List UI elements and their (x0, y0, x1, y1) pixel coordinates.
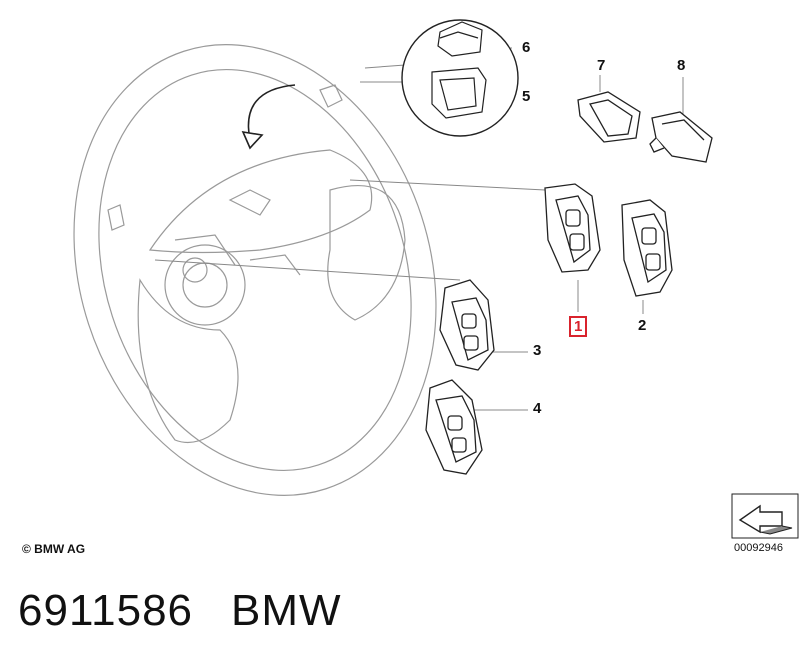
direction-arrow-icon (731, 493, 799, 539)
copyright-notice: © BMW AG (22, 542, 86, 556)
parts-diagram: 6 5 7 8 1 2 3 4 (73, 19, 799, 539)
part-8-button (649, 111, 713, 163)
part-5-frame (431, 67, 487, 119)
part-3-switch (439, 279, 495, 371)
callout-1: 1 (569, 316, 588, 337)
steering-wheel (73, 44, 437, 496)
diagram-svg (73, 19, 799, 539)
part-number: 6911586 (18, 586, 194, 635)
reference-number: 00092946 (734, 542, 783, 554)
rotate-arrow-icon (241, 84, 296, 150)
callout-6: 6 (522, 39, 531, 56)
brand-name: BMW (231, 586, 342, 635)
part-6-cap (437, 21, 483, 57)
leader-lines (154, 47, 684, 411)
part-2-switch (621, 199, 673, 297)
callout-3: 3 (533, 342, 542, 359)
part-4-switch (425, 379, 483, 475)
callout-4: 4 (533, 400, 542, 417)
callout-2: 2 (638, 317, 647, 334)
part-1-switch (544, 183, 601, 273)
detail-inset (401, 19, 519, 137)
part-7-button (577, 91, 641, 143)
callout-7: 7 (597, 57, 606, 74)
callout-5: 5 (522, 88, 531, 105)
caption: 6911586 BMW (18, 586, 342, 636)
callout-8: 8 (677, 57, 686, 74)
